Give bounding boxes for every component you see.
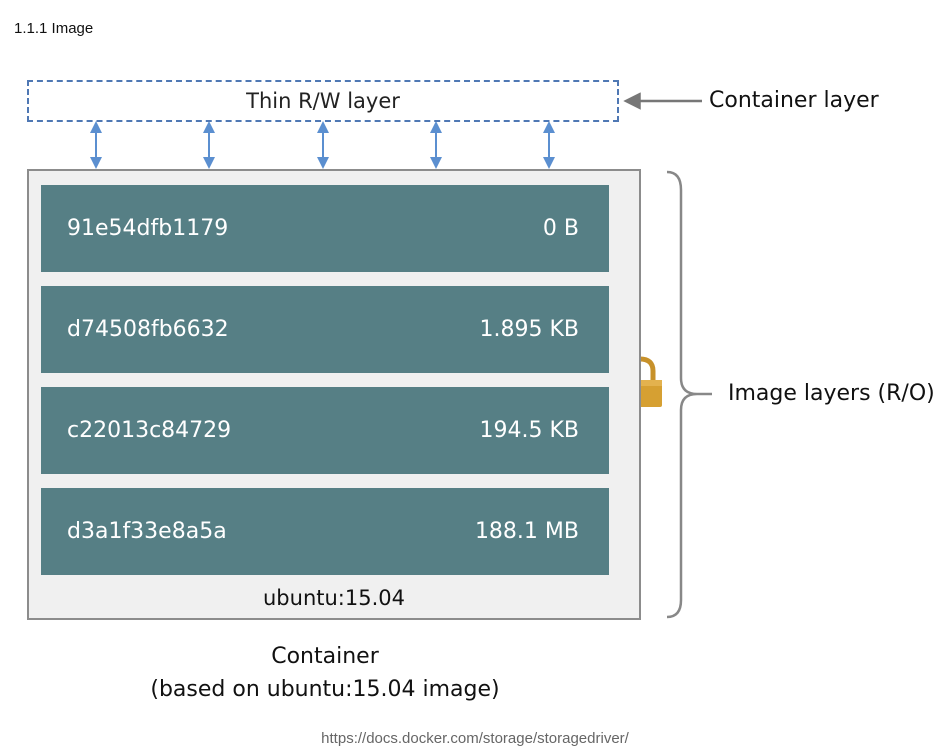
image-layers-label: Image layers (R/O) <box>728 381 935 406</box>
image-container-box: 91e54dfb1179 0 B d74508fb6632 1.895 KB c… <box>27 169 641 620</box>
layer-id: c22013c84729 <box>67 418 232 443</box>
bidirectional-arrows <box>90 121 555 169</box>
layer-size: 188.1 MB <box>474 519 579 544</box>
image-layer: d74508fb6632 1.895 KB <box>41 286 609 373</box>
thin-layer-label: Thin R/W layer <box>246 89 400 113</box>
image-layer: d3a1f33e8a5a 188.1 MB <box>41 488 609 575</box>
section-heading: 1.1.1 Image <box>14 20 94 37</box>
image-layer: c22013c84729 194.5 KB <box>41 387 609 474</box>
layer-id: d74508fb6632 <box>67 317 229 342</box>
container-layer-label: Container layer <box>709 88 879 113</box>
layer-id: 91e54dfb1179 <box>67 216 229 241</box>
brace-icon <box>666 170 698 619</box>
source-url: https://docs.docker.com/storage/storaged… <box>321 730 629 747</box>
caption-line2: (based on ubuntu:15.04 image) <box>150 677 500 702</box>
caption-line1: Container <box>271 644 379 669</box>
image-name-label: ubuntu:15.04 <box>263 586 405 610</box>
layer-size: 1.895 KB <box>479 317 580 342</box>
image-layer: 91e54dfb1179 0 B <box>41 185 609 272</box>
layer-id: d3a1f33e8a5a <box>67 519 227 544</box>
layer-size: 0 B <box>542 216 579 241</box>
layer-size: 194.5 KB <box>479 418 580 443</box>
thin-rw-layer: Thin R/W layer <box>27 80 619 122</box>
